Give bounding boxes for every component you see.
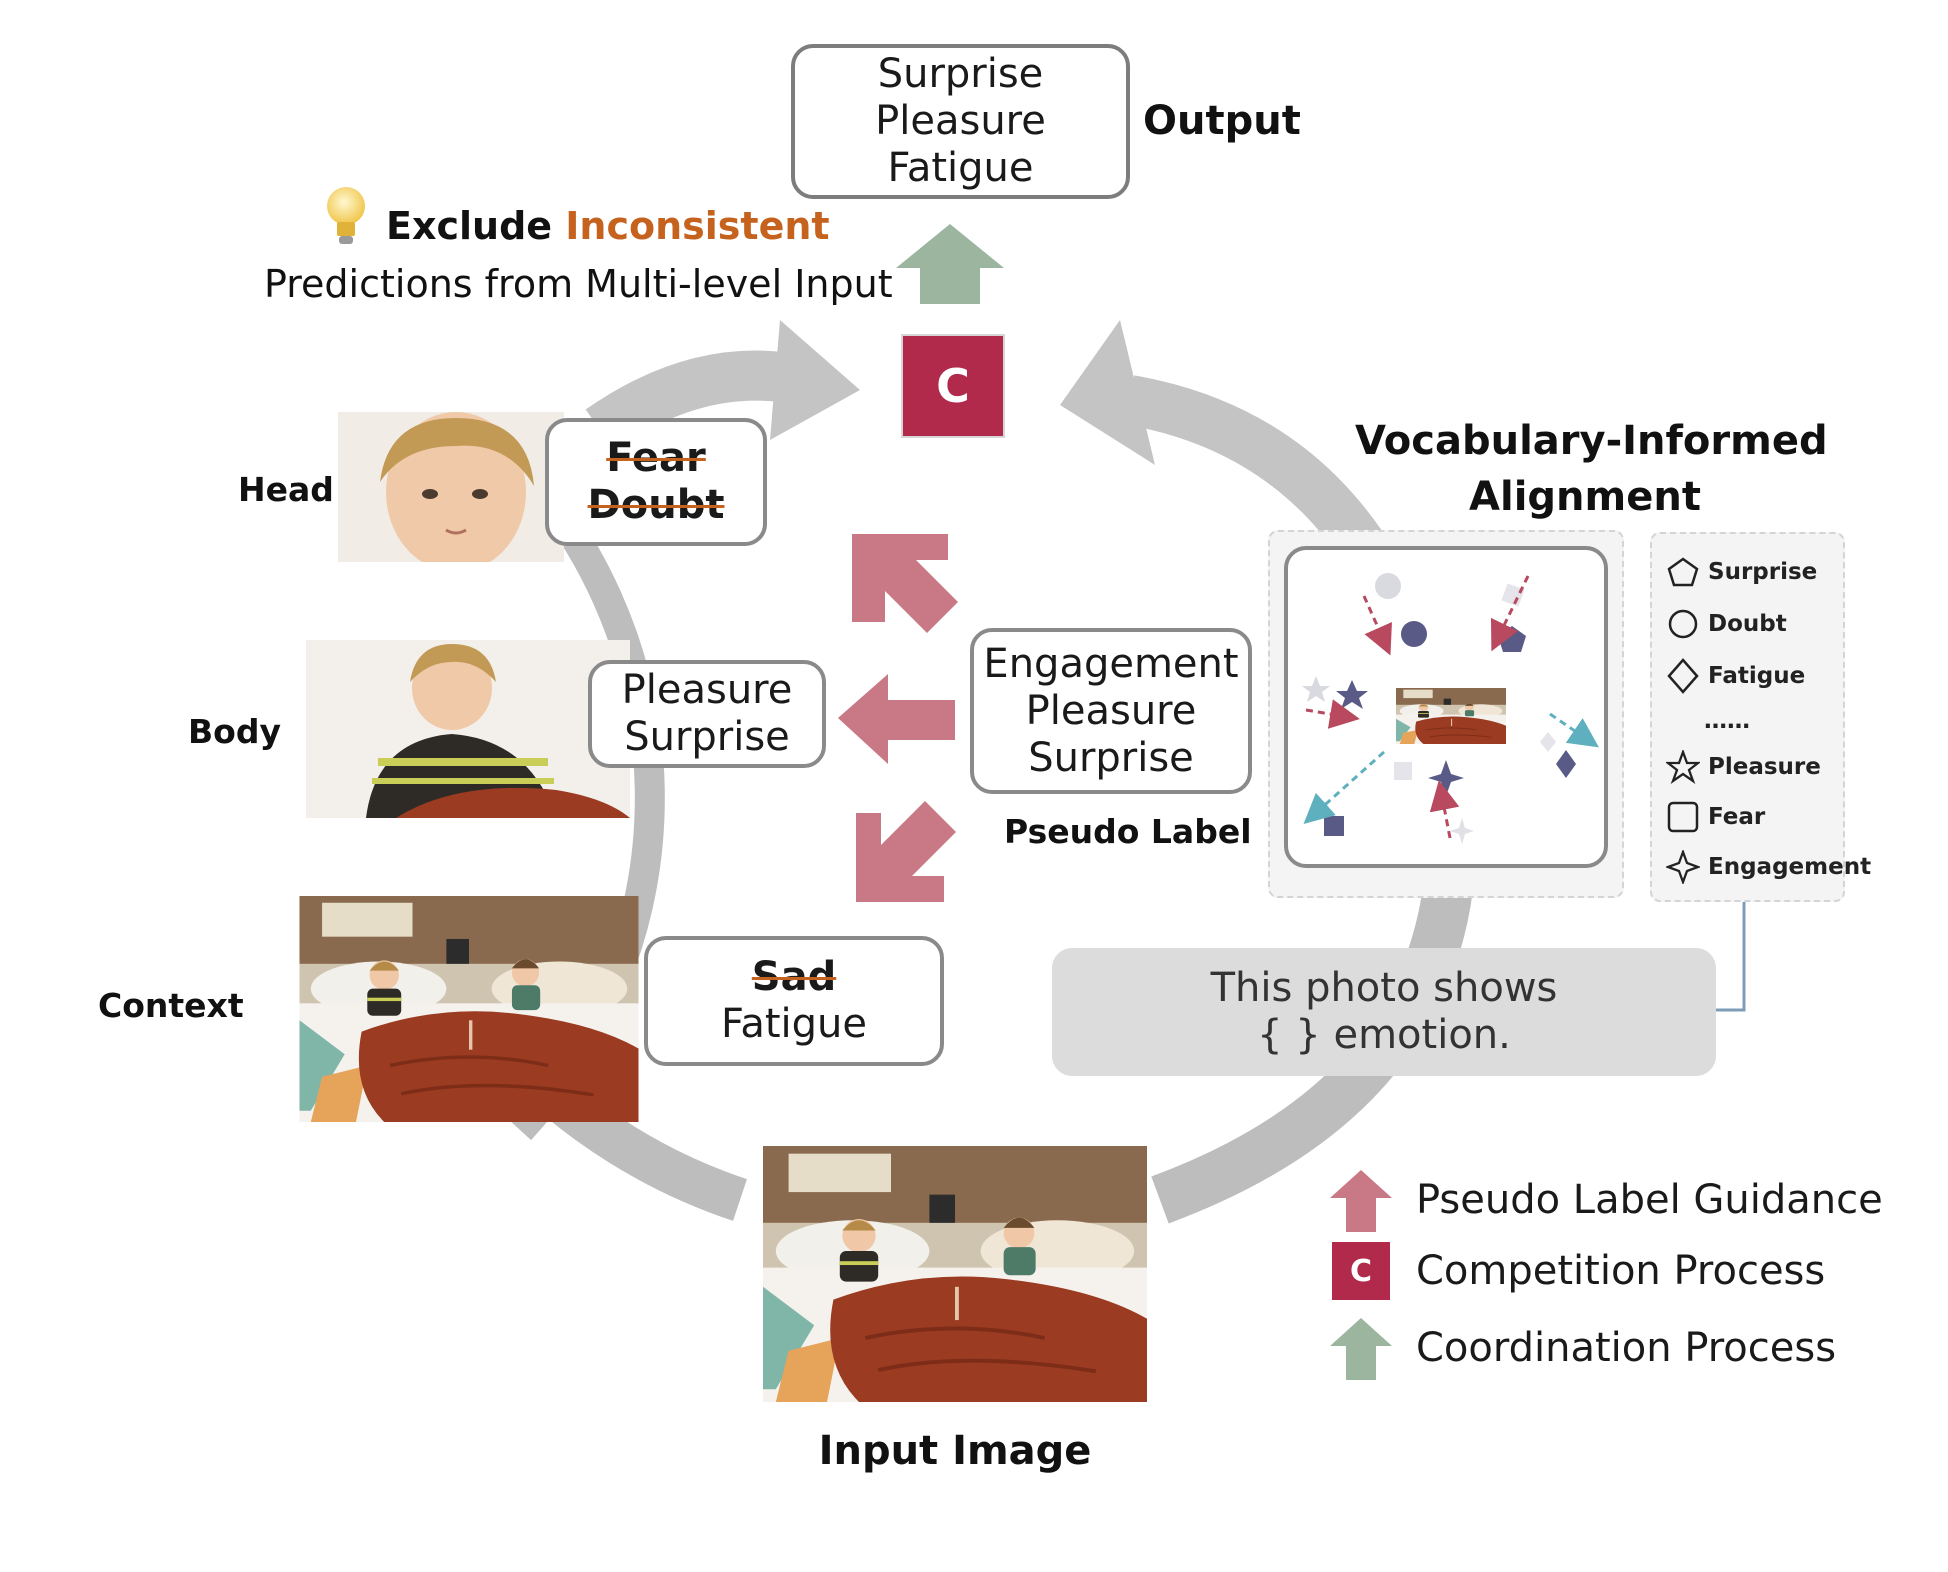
vocab-label: Surprise xyxy=(1708,559,1818,585)
competition-box: C xyxy=(903,336,1003,436)
body-label-2: Surprise xyxy=(624,714,790,760)
output-box: Surprise Pleasure Fatigue xyxy=(791,44,1130,199)
alignment-title-line2: Alignment xyxy=(1469,474,1701,520)
context-label-1: Fatigue xyxy=(721,1001,867,1047)
green-arrow-icon xyxy=(1330,1318,1392,1380)
vocabulary-panel: Surprise Doubt Fatigue …… Pleasure Fear … xyxy=(1650,532,1871,902)
exclude-note-subtitle: Predictions from Multi-level Input xyxy=(264,262,893,306)
pseudo-label-3: Surprise xyxy=(1028,734,1194,781)
diamond-icon xyxy=(1667,658,1699,694)
vocab-ellipsis: …… xyxy=(1704,708,1750,734)
head-struck-2: Doubt xyxy=(587,482,725,528)
vocab-label: Pleasure xyxy=(1708,754,1821,780)
competition-c-icon: C xyxy=(1332,1242,1390,1300)
context-image xyxy=(244,896,694,1122)
legend-label: Coordination Process xyxy=(1416,1325,1837,1371)
head-crop-image xyxy=(338,412,564,562)
pseudo-label-1: Engagement xyxy=(983,640,1239,687)
guidance-arrow-context xyxy=(856,801,956,902)
embedding-space-plot xyxy=(1302,573,1599,844)
exclude-prefix: Exclude xyxy=(386,204,553,248)
circle-icon xyxy=(1668,609,1698,639)
vocab-item-fear: Fear xyxy=(1666,800,1765,834)
competition-symbol: C xyxy=(936,359,970,413)
body-crop-image xyxy=(306,640,630,818)
prompt-template-box: This photo shows { } emotion. xyxy=(1052,948,1716,1076)
vocab-item-pleasure: Pleasure xyxy=(1666,750,1821,784)
square-icon xyxy=(1667,801,1699,833)
body-label: Body xyxy=(188,712,281,751)
context-prediction-box: Sad Fatigue xyxy=(644,936,944,1066)
prompt-line-2: { } emotion. xyxy=(1257,1012,1511,1058)
legend-competition: C Competition Process xyxy=(1330,1242,1825,1300)
input-image xyxy=(762,1146,1148,1402)
alignment-title-line1: Vocabulary-Informed xyxy=(1355,418,1828,464)
four-point-star-icon xyxy=(1666,850,1700,884)
guidance-arrow-head xyxy=(852,534,958,633)
pentagon-icon xyxy=(1667,557,1699,587)
vocab-label: Engagement xyxy=(1708,854,1872,880)
pseudo-label-box: Engagement Pleasure Surprise xyxy=(970,628,1252,794)
pseudo-label-2: Pleasure xyxy=(1025,687,1197,734)
output-label-2: Pleasure xyxy=(875,98,1046,144)
vocab-item-doubt: Doubt xyxy=(1666,608,1787,640)
output-label-1: Surprise xyxy=(877,51,1044,97)
pseudo-label-caption: Pseudo Label xyxy=(1004,812,1252,851)
legend-coordination: Coordination Process xyxy=(1330,1316,1836,1380)
head-struck-1: Fear xyxy=(606,435,706,481)
vocab-label: Fatigue xyxy=(1708,663,1806,689)
input-image-caption: Input Image xyxy=(818,1428,1092,1474)
vocab-item-fatigue: Fatigue xyxy=(1666,658,1805,694)
legend-guidance: Pseudo Label Guidance xyxy=(1330,1168,1883,1232)
context-label: Context xyxy=(98,986,244,1025)
vocab-label: …… xyxy=(1704,708,1750,734)
star-icon xyxy=(1666,750,1700,784)
guidance-arrow-body xyxy=(838,674,955,764)
competition-symbol: C xyxy=(1349,1253,1373,1289)
vocab-item-engagement: Engagement xyxy=(1666,850,1871,884)
context-struck-1: Sad xyxy=(751,954,837,1000)
vocab-label: Doubt xyxy=(1708,611,1787,637)
prompt-line-1: This photo shows xyxy=(1210,965,1558,1011)
legend-label: Competition Process xyxy=(1416,1248,1826,1294)
body-label-1: Pleasure xyxy=(621,667,793,713)
pink-arrow-icon xyxy=(1330,1170,1392,1232)
head-label: Head xyxy=(238,470,334,509)
legend-label: Pseudo Label Guidance xyxy=(1416,1177,1883,1223)
output-title: Output xyxy=(1143,98,1301,144)
vocab-item-surprise: Surprise xyxy=(1666,556,1817,588)
exclude-note-title: Exclude Inconsistent xyxy=(386,204,830,248)
body-prediction-box: Pleasure Surprise xyxy=(588,660,826,768)
head-prediction-box: Fear Doubt xyxy=(545,418,767,546)
exclude-highlight: Inconsistent xyxy=(565,204,830,248)
lightbulb-icon xyxy=(327,187,365,244)
output-label-3: Fatigue xyxy=(887,145,1034,191)
coordination-arrow xyxy=(896,224,1004,304)
vocab-label: Fear xyxy=(1708,804,1766,830)
